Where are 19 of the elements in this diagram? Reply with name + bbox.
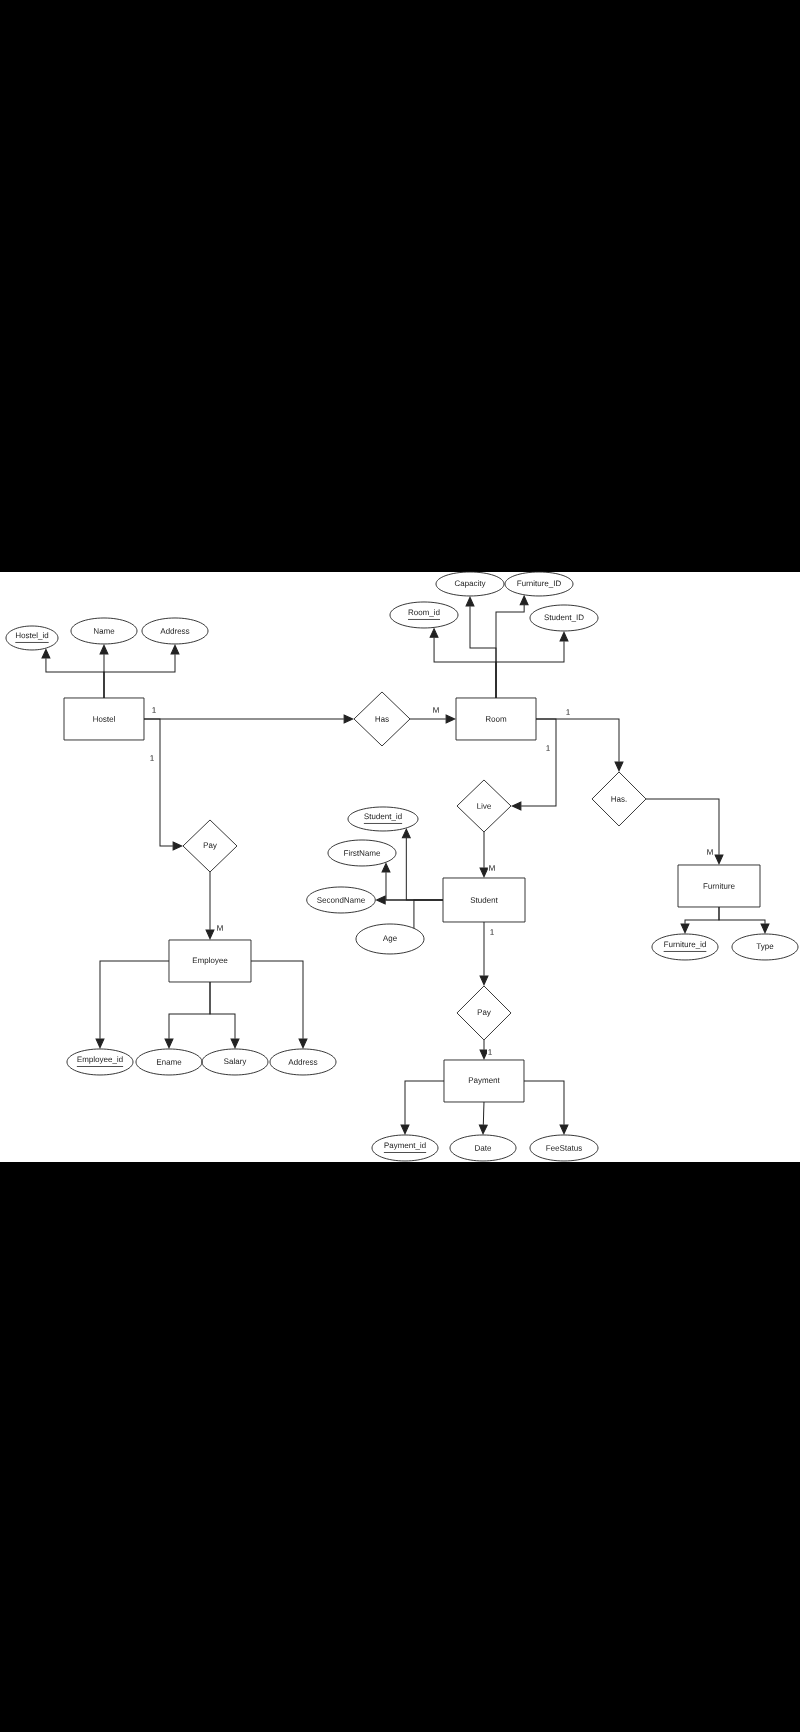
connector-arrow — [479, 1039, 489, 1060]
connector-arrow — [478, 1101, 488, 1135]
connector-arrow — [400, 1080, 445, 1135]
connector-line — [413, 899, 444, 929]
connector-arrow — [250, 960, 308, 1049]
connector-arrow — [535, 718, 624, 772]
connector-arrow — [495, 631, 569, 699]
connector-arrow — [103, 644, 180, 699]
connector-arrow — [523, 1080, 569, 1135]
connector-arrow — [409, 714, 456, 724]
connector-arrow — [479, 831, 489, 878]
connector-arrow — [205, 871, 215, 940]
connector-arrow — [209, 981, 240, 1049]
connector-arrow — [718, 906, 770, 934]
connector-arrow — [95, 960, 170, 1049]
connector-arrow — [511, 718, 557, 811]
connector-arrow — [479, 921, 489, 986]
connector-arrow — [645, 798, 724, 865]
connector-arrow — [143, 718, 183, 851]
